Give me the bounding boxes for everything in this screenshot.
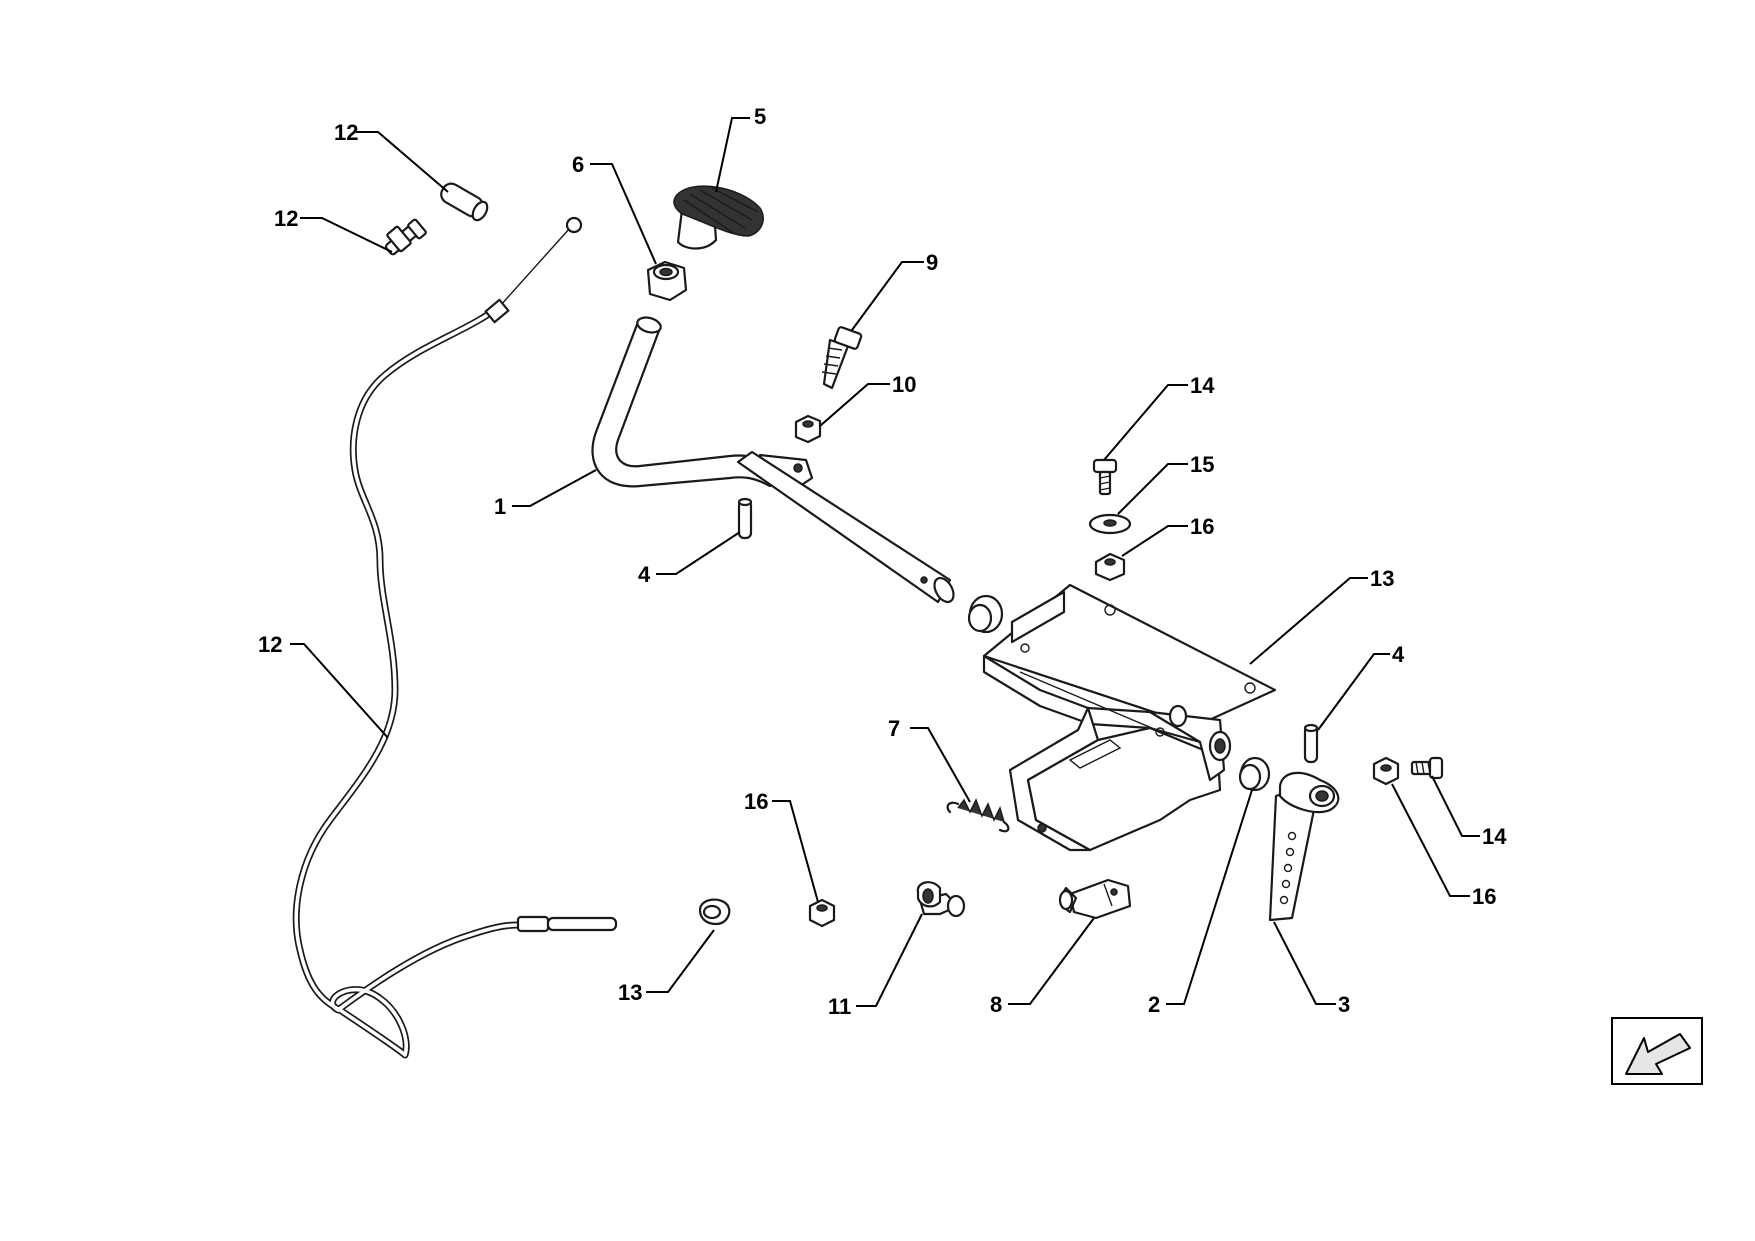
callout-2: 2 <box>1148 992 1160 1017</box>
direction-arrow-icon <box>1611 1017 1703 1085</box>
part-6-nut <box>646 260 688 302</box>
callout-16-lower: 16 <box>744 789 768 814</box>
callout-12-sleeve: 12 <box>334 120 358 145</box>
part-13-cable-clip <box>698 898 731 926</box>
part-2-bushing <box>967 594 1004 634</box>
part-3-adjustment-arm <box>1268 771 1340 922</box>
callout-12-adjuster: 12 <box>274 206 298 231</box>
part-7-return-spring <box>946 798 1010 833</box>
callout-3: 3 <box>1338 992 1350 1017</box>
callout-4-lever-pin: 4 <box>638 562 651 587</box>
callout-7: 7 <box>888 716 900 741</box>
callout-6: 6 <box>572 152 584 177</box>
callout-11: 11 <box>828 994 851 1019</box>
callout-16-upper: 16 <box>1190 514 1214 539</box>
part-13-mounting-bracket <box>982 583 1277 852</box>
part-4-roll-pin-right <box>1303 723 1319 764</box>
callout-labels: 12 12 12 5 6 9 10 1 4 14 15 16 13 4 7 16… <box>258 104 1507 1019</box>
part-12-control-cable <box>292 216 618 1059</box>
part-10-nut <box>794 414 822 444</box>
callout-5: 5 <box>754 104 766 129</box>
callout-4-right-pin: 4 <box>1392 642 1405 667</box>
part-12-cable-sleeve <box>440 182 489 222</box>
callout-13-bracket: 13 <box>1370 566 1394 591</box>
part-1-pedal-lever <box>591 316 955 604</box>
callout-16-right: 16 <box>1472 884 1496 909</box>
part-14-bolt-right <box>1410 756 1444 780</box>
part-11-swivel-connector <box>916 881 966 918</box>
part-15-washer <box>1088 513 1132 535</box>
part-8-clevis <box>1058 878 1132 920</box>
callout-1: 1 <box>494 494 506 519</box>
part-14-bolt-upper <box>1092 458 1118 496</box>
part-2-bushing-right <box>1238 756 1271 792</box>
part-16-nut-upper <box>1094 552 1126 582</box>
part-16-nut-right <box>1372 756 1400 786</box>
callout-8: 8 <box>990 992 1002 1017</box>
callout-13-clip: 13 <box>618 980 642 1005</box>
callout-15: 15 <box>1190 452 1214 477</box>
part-12-cable-adjuster <box>384 218 427 256</box>
callout-10: 10 <box>892 372 916 397</box>
callout-14-right: 14 <box>1482 824 1507 849</box>
part-4-roll-pin <box>737 497 753 540</box>
callout-9: 9 <box>926 250 938 275</box>
part-5-pedal-pad <box>673 185 764 250</box>
part-9-bolt <box>821 326 863 390</box>
leader-lines <box>290 117 1480 1007</box>
callout-14-upper: 14 <box>1190 373 1215 398</box>
part-16-nut-lower <box>808 898 836 928</box>
callout-12-cable: 12 <box>258 632 282 657</box>
